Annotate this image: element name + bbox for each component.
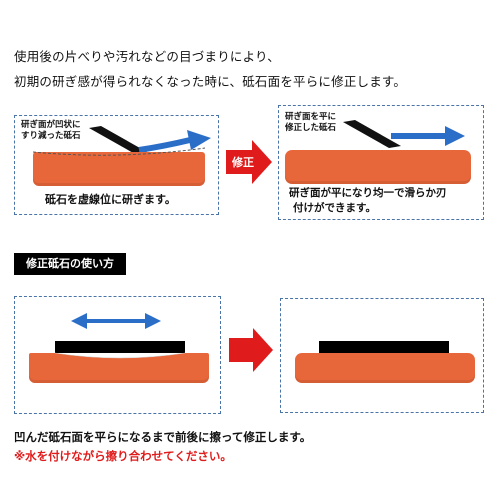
panel-worn-stone: 研ぎ面が凹状に すり減った砥石 砥石を虚線位に研ぎます。 [14, 115, 219, 215]
correction-arrow: 修正 [226, 140, 272, 184]
intro-line-1: 使用後の片べりや汚れなどの目づまりにより、 [14, 49, 280, 64]
red-arrow-icon [226, 140, 272, 184]
worn-curve [55, 352, 185, 359]
worn-stone-label: 研ぎ面が凹状に すり減った砥石 [21, 120, 81, 141]
blue-arrow-icon [391, 126, 465, 146]
instruction-text: 凹んだ砥石面を平らになるまで前後に擦って修正します。 [14, 430, 312, 444]
blue-arrow-icon [138, 130, 211, 153]
flat-stone-label: 研ぎ面を平に 修正した砥石 [285, 112, 337, 133]
flat-stone-bottom [295, 353, 475, 383]
flat-stone-caption: 研ぎ面が平になり均一で滑らか刃 付けができます。 [289, 187, 447, 214]
result-arrow [229, 328, 273, 372]
worn-stone-caption: 砥石を虚線位に研ぎます。 [45, 193, 176, 206]
correction-label: 修正 [232, 156, 254, 169]
correction-stone-icon [319, 341, 449, 353]
panel-flat-stone: 研ぎ面を平に 修正した砥石 研ぎ面が平になり均一で滑らか刃 付けができます。 [278, 105, 484, 220]
panel-correcting [14, 296, 221, 414]
panel-corrected [280, 298, 484, 413]
blade-icon [343, 120, 401, 148]
worn-curve [33, 147, 205, 156]
intro-text: 使用後の片べりや汚れなどの目づまりにより、 初期の研ぎ感が得られなくなった時に、… [14, 44, 484, 94]
intro-line-2: 初期の研ぎ感が得られなくなった時に、砥石面を平らに修正します。 [14, 74, 407, 89]
red-arrow-icon [229, 328, 273, 372]
blade-icon [89, 126, 147, 154]
correction-stone-icon [55, 341, 185, 353]
section-title: 修正砥石の使い方 [14, 253, 126, 275]
warning-text: ※水を付けながら擦り合わせてください。 [14, 449, 232, 463]
flat-stone [285, 150, 471, 184]
worn-stone [33, 152, 205, 186]
double-arrow-icon [71, 313, 161, 329]
